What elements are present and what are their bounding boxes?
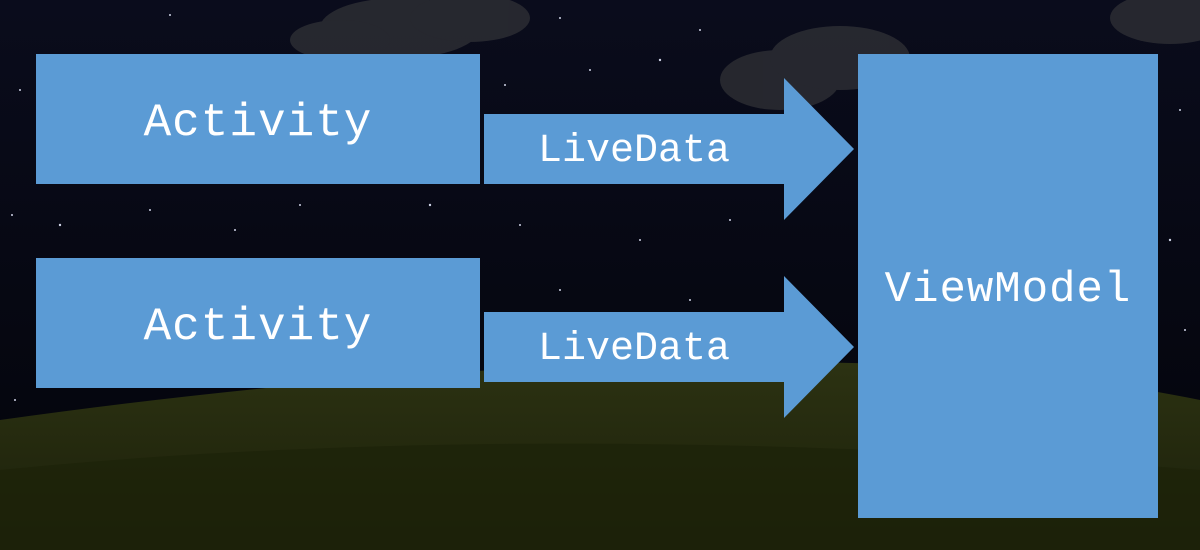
livedata-label-bottom: LiveData bbox=[537, 327, 731, 372]
right-arrow-icon bbox=[484, 78, 854, 220]
viewmodel-box: ViewModel bbox=[858, 54, 1158, 518]
viewmodel-label: ViewModel bbox=[884, 265, 1132, 315]
star-field bbox=[11, 14, 1186, 401]
right-arrow-icon bbox=[484, 276, 854, 418]
livedata-arrow-bottom: LiveData bbox=[484, 276, 856, 418]
livedata-arrow-top: LiveData bbox=[484, 78, 856, 220]
activity-box-bottom: Activity bbox=[36, 258, 480, 388]
activity-label-bottom: Activity bbox=[143, 301, 373, 353]
activity-label-top: Activity bbox=[143, 97, 373, 149]
livedata-label-top: LiveData bbox=[537, 129, 731, 174]
activity-box-top: Activity bbox=[36, 54, 480, 184]
